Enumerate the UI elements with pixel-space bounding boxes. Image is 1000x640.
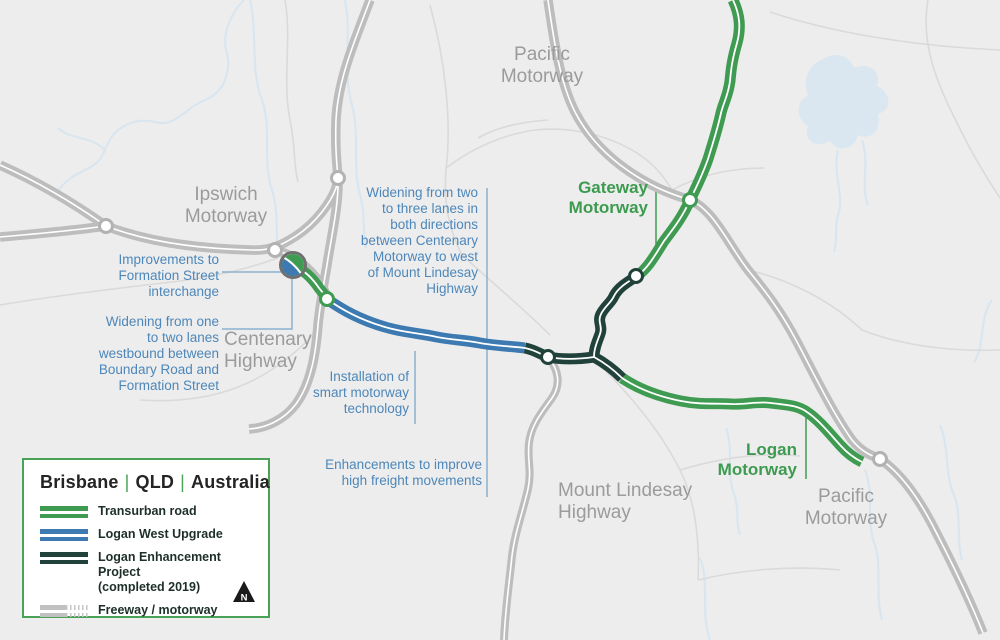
legend-title-city: Brisbane — [40, 472, 119, 492]
road-enhancement-west — [523, 342, 595, 365]
legend: Brisbane|QLD|Australia Transurban road L… — [22, 458, 270, 618]
legend-title-separator: | — [180, 472, 186, 492]
junction-nodes — [98, 170, 888, 467]
legend-title-state: QLD — [135, 472, 175, 492]
annotation-formation-street: Improvements to Formation Street interch… — [118, 252, 219, 299]
project-road-centerlines — [292, 0, 863, 463]
legend-item-label: Freeway / motorway — [98, 603, 218, 617]
label-pacific-motorway-north: Pacific Motorway — [500, 44, 584, 87]
annotation-widening-two-three: Widening from two to three lanes in both… — [360, 185, 478, 296]
formation-street-interchange-marker — [279, 251, 307, 279]
north-arrow-label: N — [241, 593, 248, 604]
logan-west-upgrade-swatch — [40, 529, 88, 541]
minor-roads — [0, 0, 1000, 581]
legend-title-country: Australia — [191, 472, 270, 492]
road-pacific-motorway — [543, 0, 988, 635]
annotation-widening-one-two: Widening from one to two lanes westbound… — [98, 314, 219, 393]
legend-item-transurban: Transurban road — [40, 504, 254, 519]
label-ipswich-motorway: Ipswich Motorway — [184, 184, 268, 227]
north-arrow-icon: N — [233, 581, 255, 604]
label-gateway-motorway: Gateway Motorway — [568, 178, 648, 217]
water-features — [54, 0, 993, 640]
legend-item-label: Logan West Upgrade — [98, 527, 223, 541]
legend-title: Brisbane|QLD|Australia — [40, 472, 270, 493]
legend-item-label: Transurban road — [98, 504, 197, 518]
legend-item-logan-west: Logan West Upgrade — [40, 527, 254, 542]
label-pacific-motorway-south: Pacific Motorway — [804, 486, 888, 529]
logan-enhancement-swatch — [40, 552, 88, 564]
label-mount-lindesay-highway: Mount Lindesay Highway — [558, 480, 693, 523]
legend-item-freeway: Freeway / motorway — [40, 603, 254, 618]
legend-title-separator: | — [124, 472, 130, 492]
annotation-smart-motorway: Installation of smart motorway technolog… — [312, 369, 409, 416]
label-logan-motorway: Logan Motorway — [717, 440, 797, 479]
road-logan-west-upgrade — [323, 294, 526, 354]
legend-item-enhancement: Logan Enhancement Project (completed 201… — [40, 550, 254, 595]
road-mount-lindesay-highway — [500, 354, 562, 640]
freeway-motorway-swatch — [40, 605, 88, 617]
road-label-lines — [655, 182, 807, 479]
transurban-road-swatch — [40, 506, 88, 518]
annotation-freight: Enhancements to improve high freight mov… — [325, 457, 482, 488]
label-centenary-highway: Centenary Highway — [224, 329, 312, 372]
legend-item-label: Logan Enhancement Project (completed 201… — [98, 550, 221, 594]
